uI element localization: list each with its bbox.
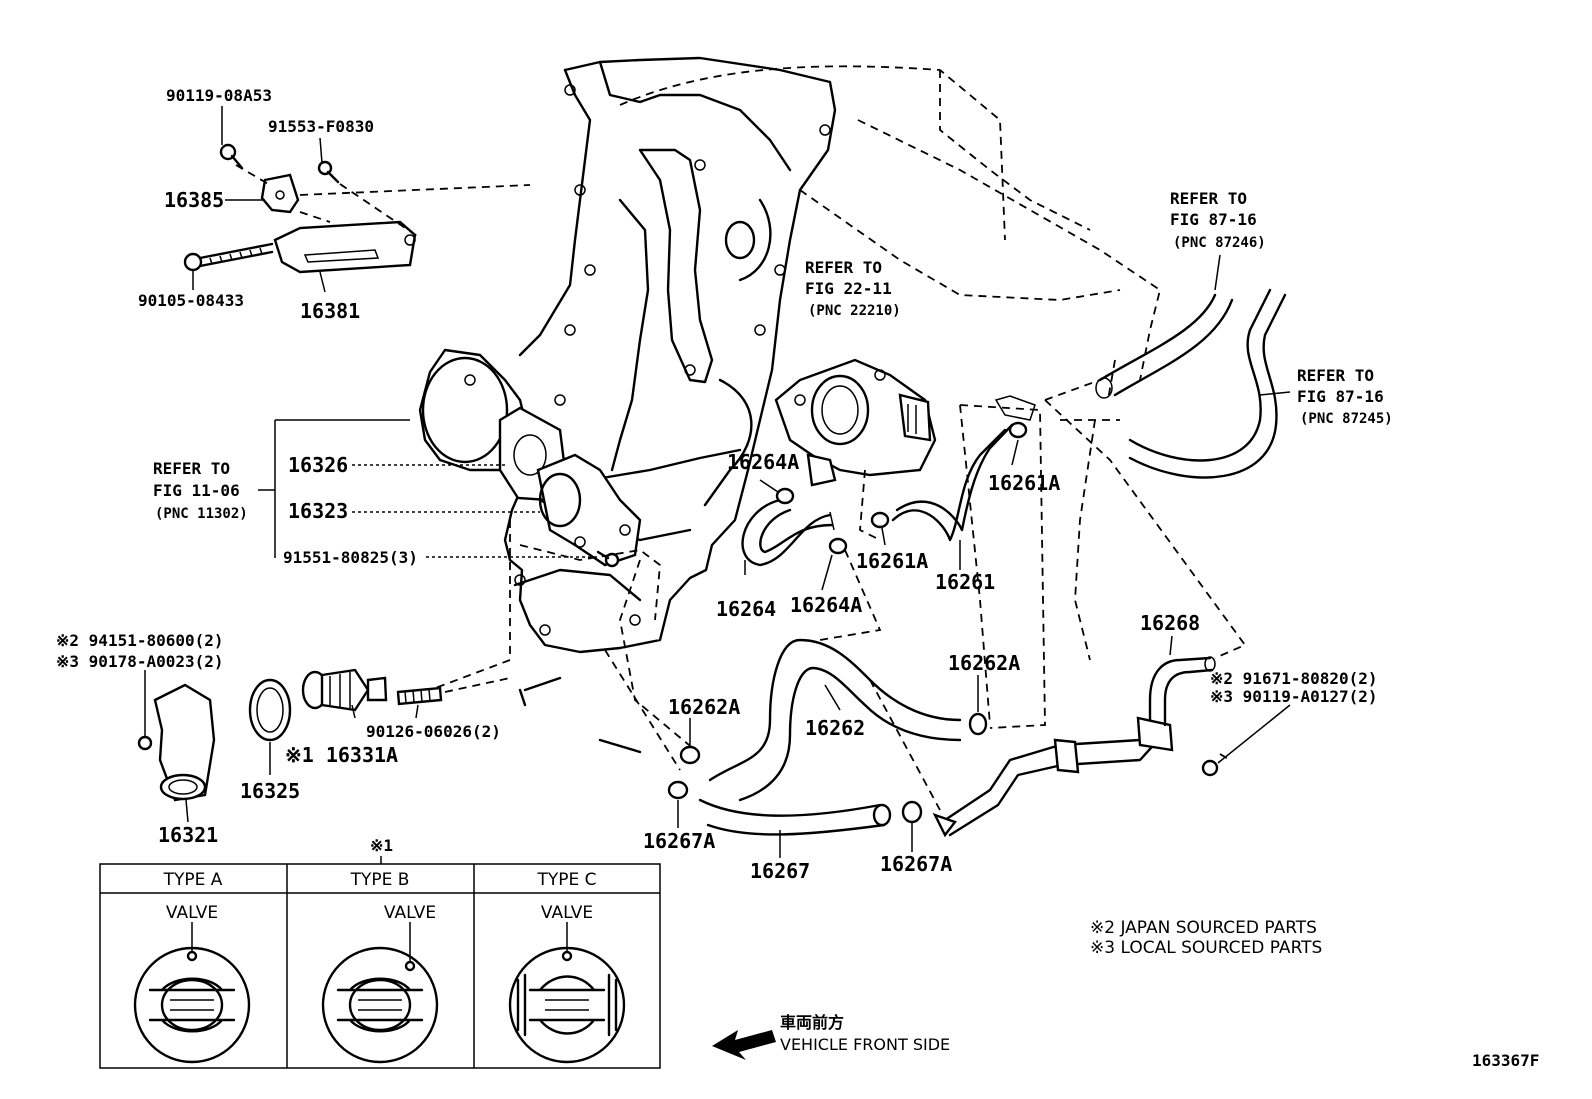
vehicle-front-en: VEHICLE FRONT SIDE: [780, 1035, 950, 1054]
refer-fig-11-06-line3: (PNC 11302): [155, 506, 248, 522]
vehicle-front-indicator: 車両前方 VEHICLE FRONT SIDE: [712, 1013, 950, 1060]
refer-fig-22-11-line3: (PNC 22210): [808, 303, 901, 319]
label-94151-80600: ※2 94151-80600(2): [56, 631, 224, 650]
inlet-housing-16323: [536, 453, 642, 567]
thermostat-type-table: ※1 TYPE A TYPE B TYPE C VALVE VALVE VALV…: [99, 836, 661, 1069]
label-16261a-mid: 16261A: [856, 549, 928, 573]
hose-16267: [698, 798, 892, 836]
refer-fig-87-16-a-line2: FIG 87-16: [1170, 210, 1257, 229]
hose-87245: [1128, 288, 1287, 479]
label-16326: 16326: [288, 453, 348, 477]
hose-87246: [1095, 293, 1234, 399]
type-table-marker: ※1: [370, 836, 393, 855]
label-16325: 16325: [240, 779, 300, 803]
label-90178-a0023: ※3 90178-A0023(2): [56, 652, 224, 671]
throttle-body: [774, 358, 937, 487]
label-16381: 16381: [300, 299, 360, 323]
water-inlet-16321: [137, 683, 216, 802]
hose-16264: [741, 498, 835, 567]
clip-16261a: [870, 421, 1028, 529]
hose-16262: [708, 638, 962, 802]
label-16262a-left: 16262A: [668, 695, 740, 719]
stud-bolt-90105-08433: [183, 242, 274, 272]
pipe-16268: [932, 656, 1216, 838]
label-16262a-right: 16262A: [948, 651, 1020, 675]
refer-fig-87-16-b-line3: (PNC 87245): [1300, 411, 1393, 427]
label-90119-a0127: ※3 90119-A0127(2): [1210, 687, 1378, 706]
label-16323: 16323: [288, 499, 348, 523]
thermostat-16331a: [301, 668, 388, 712]
sourcing-notes: ※2 JAPAN SOURCED PARTS ※3 LOCAL SOURCED …: [1090, 918, 1322, 958]
engine-timing-cover: [418, 56, 837, 754]
label-16331a: ※1 16331A: [285, 743, 398, 767]
leader-lines: [144, 106, 1291, 858]
refer-fig-87-16-b-line1: REFER TO: [1297, 366, 1374, 385]
cylinder-head-phantom: [619, 65, 1162, 661]
clip-16267a: [667, 780, 923, 824]
label-91553-f0830: 91553-F0830: [268, 117, 374, 136]
label-90105-08433: 90105-08433: [138, 291, 244, 310]
part-labels: 90119-08A53 91553-F0830 16385 90105-0843…: [56, 86, 1393, 883]
arrow-left-icon: [712, 1030, 776, 1060]
type-b-header: TYPE B: [350, 870, 410, 890]
clip-16264a: [775, 487, 848, 555]
hose-16261: [891, 395, 1036, 542]
label-91671-80820: ※2 91671-80820(2): [1210, 669, 1378, 688]
label-91551-80825: 91551-80825(3): [283, 548, 418, 567]
label-16268: 16268: [1140, 611, 1200, 635]
refer-fig-87-16-a-line1: REFER TO: [1170, 189, 1247, 208]
type-a-valve-drawing: [133, 922, 251, 1064]
bolt-90119-08a53: [219, 143, 244, 170]
vehicle-front-jp: 車両前方: [780, 1013, 844, 1032]
type-a-valve-label: VALVE: [166, 903, 218, 923]
label-90126-06026: 90126-06026(2): [366, 722, 501, 741]
label-16267a-left: 16267A: [643, 829, 715, 853]
label-16267a-right: 16267A: [880, 852, 952, 876]
label-16261: 16261: [935, 570, 995, 594]
bracket-16381: [273, 220, 417, 274]
label-16264a-bot: 16264A: [790, 593, 862, 617]
bolt-91671-80820: [1201, 759, 1219, 777]
diagram-id: 163367F: [1472, 1051, 1539, 1070]
refer-fig-22-11-line1: REFER TO: [805, 258, 882, 277]
label-16264a-top: 16264A: [727, 450, 799, 474]
bolt-91551-80825: [596, 550, 620, 568]
refer-fig-11-06-line2: FIG 11-06: [153, 481, 240, 500]
label-16385: 16385: [164, 188, 224, 212]
refer-fig-87-16-b-line2: FIG 87-16: [1297, 387, 1384, 406]
label-16261a-top: 16261A: [988, 471, 1060, 495]
type-c-valve-label: VALVE: [541, 903, 593, 923]
label-16262: 16262: [805, 716, 865, 740]
refer-fig-87-16-a-line3: (PNC 87246): [1173, 235, 1266, 251]
note-local-sourced: ※3 LOCAL SOURCED PARTS: [1090, 938, 1322, 958]
label-90119-08a53: 90119-08A53: [166, 86, 272, 105]
type-a-header: TYPE A: [163, 870, 223, 890]
label-16264: 16264: [716, 597, 776, 621]
refer-fig-11-06-line1: REFER TO: [153, 459, 230, 478]
stud-90126-06026: [396, 686, 443, 706]
refer-fig-22-11-line2: FIG 22-11: [805, 279, 892, 298]
gasket-16325: [248, 678, 292, 742]
type-c-header: TYPE C: [536, 870, 596, 890]
bolt-91553-f0830: [317, 160, 340, 184]
label-16267: 16267: [750, 859, 810, 883]
type-c-valve-drawing: [508, 922, 626, 1064]
note-japan-sourced: ※2 JAPAN SOURCED PARTS: [1090, 918, 1317, 938]
type-b-valve-label: VALVE: [384, 903, 436, 923]
type-b-valve-drawing: [321, 922, 439, 1064]
bracket-16385: [260, 173, 300, 214]
label-16321: 16321: [158, 823, 218, 847]
